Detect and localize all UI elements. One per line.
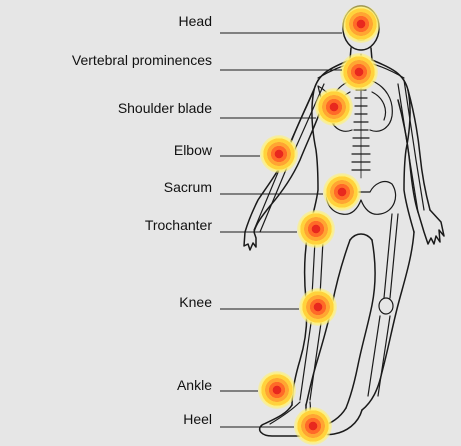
heel-marker	[294, 407, 332, 445]
label-vertebral-prominences: Vertebral prominences	[72, 52, 212, 68]
label-sacrum: Sacrum	[164, 179, 212, 195]
head-marker	[342, 5, 380, 43]
sacrum-marker	[323, 173, 361, 211]
shoulder-blade-marker	[315, 88, 353, 126]
ankle-marker	[258, 371, 296, 409]
vertebral-prominences-marker	[340, 53, 378, 91]
label-heel: Heel	[183, 411, 212, 427]
label-trochanter: Trochanter	[145, 217, 212, 233]
skeleton-outline	[254, 10, 424, 430]
elbow-marker	[260, 135, 298, 173]
label-ankle: Ankle	[177, 377, 212, 393]
label-head: Head	[179, 13, 212, 29]
label-knee: Knee	[179, 294, 212, 310]
label-elbow: Elbow	[174, 142, 212, 158]
knee-marker	[299, 288, 337, 326]
pressure-markers	[258, 5, 380, 445]
label-shoulder-blade: Shoulder blade	[118, 100, 212, 116]
trochanter-marker	[297, 210, 335, 248]
